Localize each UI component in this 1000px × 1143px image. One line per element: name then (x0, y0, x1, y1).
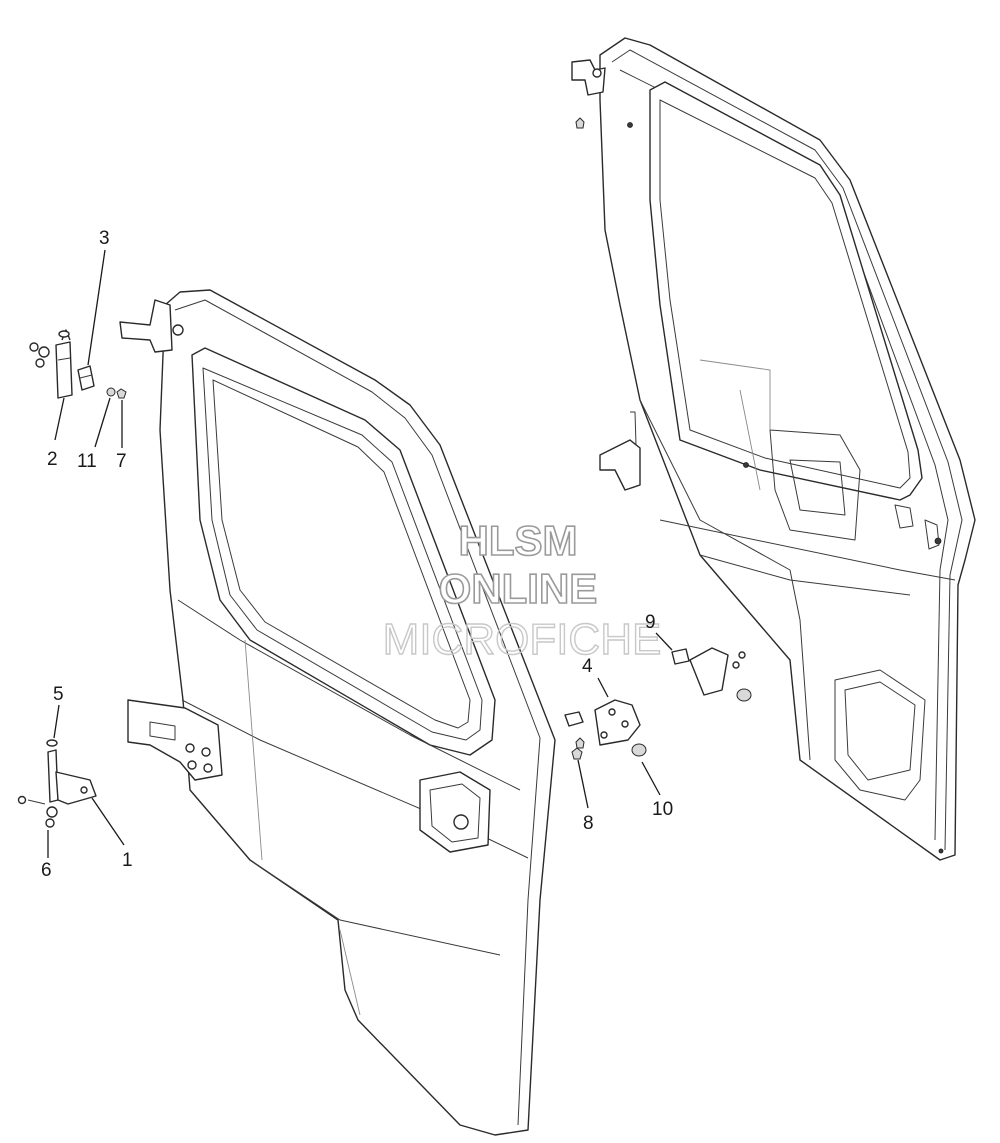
leader-3 (87, 249, 106, 366)
upper-hinge-parts (29, 329, 127, 399)
watermark-line2: ONLINE (439, 565, 598, 612)
watermark-line1: HLSM (459, 517, 578, 564)
watermark: HLSM ONLINE MICROFICHE (382, 516, 662, 665)
leader-8 (577, 759, 589, 809)
lower-hinge-parts (17, 739, 97, 828)
callout-3: 3 (99, 228, 110, 249)
callout-11: 11 (77, 451, 97, 472)
leader-11 (94, 397, 111, 448)
callout-2: 2 (47, 449, 58, 470)
striker-parts (564, 647, 752, 760)
callout-4: 4 (582, 656, 593, 677)
callout-1: 1 (122, 850, 133, 871)
callout-labels: 1 2 3 4 5 6 7 8 9 10 11 (41, 228, 673, 881)
leader-2 (54, 397, 65, 441)
watermark-line3: MICROFICHE (383, 615, 662, 664)
leader-lines (47, 249, 673, 858)
leader-5 (53, 704, 60, 739)
leader-9 (655, 632, 673, 651)
leader-10 (641, 761, 661, 796)
callout-9: 9 (645, 612, 656, 633)
callout-10: 10 (652, 799, 673, 820)
leader-4 (597, 677, 609, 698)
callout-7: 7 (116, 451, 127, 472)
callout-6: 6 (41, 860, 52, 881)
door-inner-view (571, 37, 976, 861)
door-outer-view (119, 289, 556, 1136)
callout-8: 8 (583, 813, 594, 834)
leader-1 (91, 797, 125, 846)
callout-5: 5 (53, 684, 64, 705)
